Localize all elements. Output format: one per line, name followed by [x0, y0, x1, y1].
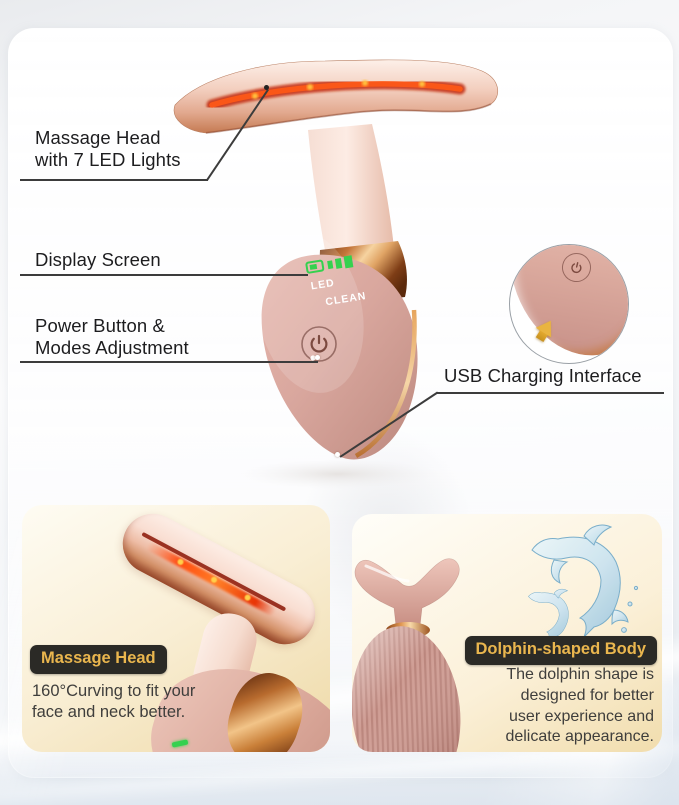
dolphin-desc-line3: user experience and	[509, 707, 654, 725]
callout-massage-head: Massage Head with 7 LED Lights	[35, 127, 181, 171]
product-photo: LED CLEAN	[173, 59, 499, 489]
dolphin-illustration	[528, 524, 639, 640]
dolphin-body-description: The dolphin shape is designed for better…	[439, 665, 654, 748]
power-icon	[310, 334, 328, 353]
callout-usb-label: USB Charging Interface	[444, 365, 642, 386]
leader-dot	[335, 452, 340, 457]
massage-head-description: 160°Curving to fit your face and neck be…	[32, 681, 195, 724]
leader-line	[20, 361, 318, 363]
callout-display-screen-label: Display Screen	[35, 249, 161, 270]
splash-drop	[627, 601, 633, 607]
splash-drop	[621, 627, 627, 633]
leader-line	[20, 179, 208, 181]
dolphin-desc-line4: delicate appearance.	[505, 728, 654, 746]
leader-line	[437, 392, 664, 394]
massage-head-desc-line1: 160°Curving to fit your	[32, 682, 196, 700]
device-body	[261, 254, 418, 460]
callout-massage-head-line2: with 7 LED Lights	[35, 149, 181, 170]
massage-head-badge: Massage Head	[30, 645, 167, 674]
leader-dot	[264, 85, 269, 90]
dolphin-desc-line1: The dolphin shape is	[506, 666, 654, 683]
power-icon	[571, 262, 582, 274]
leader-line	[20, 274, 308, 276]
callout-power-line2: Modes Adjustment	[35, 337, 189, 358]
arm-gloss	[364, 564, 410, 583]
device-neck	[308, 124, 394, 256]
power-button-small	[558, 249, 595, 286]
splash-drop	[633, 585, 639, 591]
dolphin-small	[528, 591, 569, 640]
dolphin-desc-line2: designed for better	[520, 686, 654, 704]
massage-head-edge	[205, 103, 492, 134]
display-led-label: LED	[310, 277, 336, 293]
dolphin-large-dorsal-fin	[583, 524, 613, 546]
body-gloss	[256, 231, 364, 393]
battery-indicator	[305, 255, 354, 274]
callout-display-screen: Display Screen	[35, 249, 161, 271]
massage-head	[173, 59, 499, 134]
dolphin-large-tail	[611, 609, 629, 626]
panel-massage-head: Massage Head 160°Curving to fit your fac…	[22, 505, 330, 752]
panel-dolphin-body: Dolphin-shaped Body The dolphin shape is…	[352, 514, 662, 752]
callout-usb: USB Charging Interface	[444, 365, 642, 387]
power-button	[301, 326, 337, 362]
gold-edge	[354, 309, 417, 458]
head-seam	[141, 531, 287, 612]
led-light-strip	[206, 78, 466, 111]
silk-bottom-tint	[0, 744, 679, 805]
massage-head-desc-line2: face and neck better.	[32, 703, 186, 722]
callout-massage-head-line1: Massage Head	[35, 127, 161, 148]
dolphin-body-badge: Dolphin-shaped Body	[464, 636, 657, 665]
callout-power-line1: Power Button &	[35, 315, 165, 336]
dolphin-large	[531, 536, 621, 638]
usb-detail-inset	[509, 244, 629, 364]
callout-power-button: Power Button & Modes Adjustment	[35, 315, 189, 359]
device-reflection	[238, 459, 438, 489]
leader-dot	[315, 355, 320, 360]
dolphin-large-fin	[550, 559, 569, 584]
